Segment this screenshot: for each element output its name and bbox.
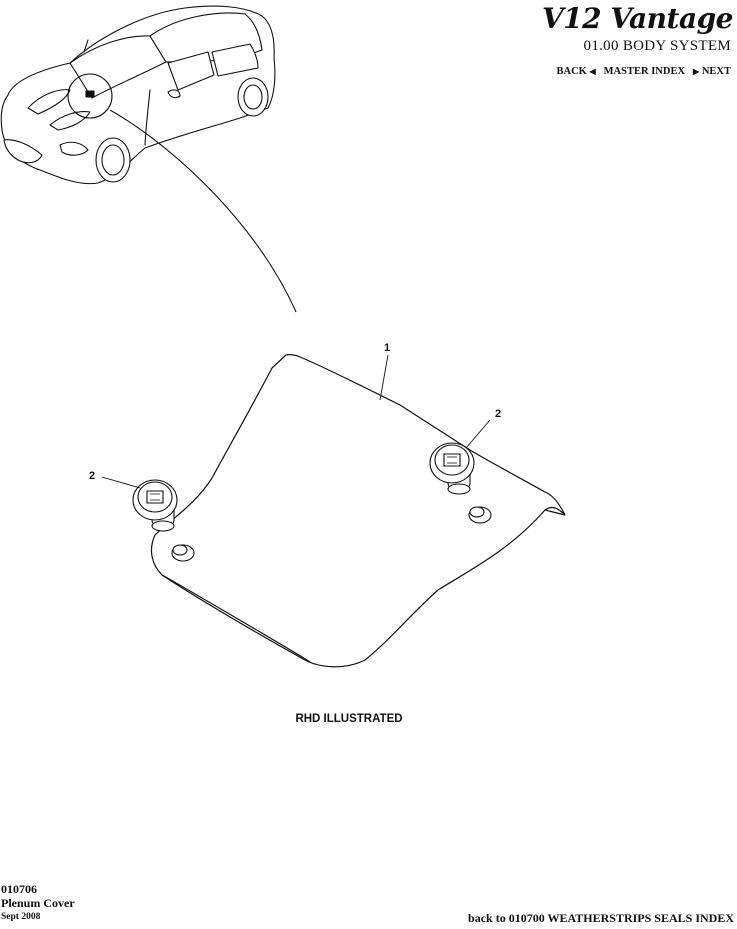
callout-lines	[101, 354, 491, 489]
triangle-right-icon: ▶	[693, 67, 700, 76]
master-index-button[interactable]: MASTER INDEX	[603, 66, 686, 77]
nav-bar: BACK ◀ MASTER INDEX ▶ NEXT	[553, 66, 735, 77]
back-label: BACK	[556, 66, 587, 77]
car-illustration	[0, 5, 276, 185]
system-title: 01.00 BODY SYSTEM	[583, 38, 731, 54]
brand-logo: V12 Vantage	[541, 2, 734, 35]
callout-2-left-label: 2	[89, 470, 95, 482]
part-name: Plenum Cover	[1, 896, 75, 910]
next-label: NEXT	[701, 66, 731, 77]
next-button[interactable]: ▶ NEXT	[689, 66, 735, 77]
issue-date: Sept 2008	[1, 912, 41, 922]
footer-info: 010706 Plenum Cover Sept 2008	[1, 882, 75, 924]
part-code: 010706	[1, 882, 37, 896]
leader-line	[109, 109, 297, 313]
mounting-holes	[171, 506, 492, 562]
triangle-left-icon: ◀	[589, 67, 596, 76]
callout-2-right-label: 2	[495, 408, 501, 420]
screw-left	[132, 479, 178, 532]
back-button[interactable]: BACK ◀	[553, 66, 600, 77]
callout-1-label: 1	[384, 342, 390, 354]
back-to-index-link[interactable]: back to 010700 WEATHERSTRIPS SEALS INDEX	[468, 911, 734, 925]
diagram-caption: RHD ILLUSTRATED	[295, 713, 403, 725]
plenum-cover-part	[150, 354, 566, 668]
screw-right	[429, 442, 475, 495]
